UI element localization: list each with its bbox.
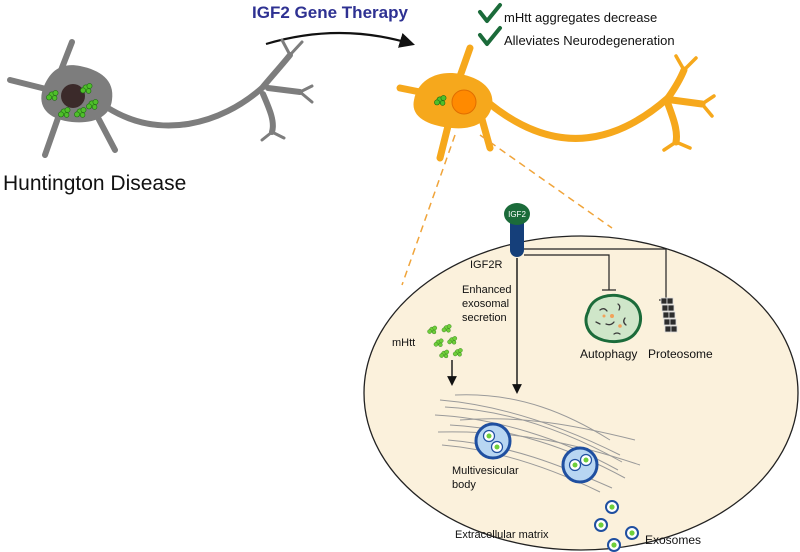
therapy-arrow xyxy=(265,31,415,48)
ecm-label: Extracellular matrix xyxy=(455,529,549,541)
cytoskeleton-fibers xyxy=(434,394,641,493)
healthy-neuron xyxy=(396,44,716,162)
disease-label: Huntington Disease xyxy=(3,172,186,195)
multivesicular-body xyxy=(561,446,599,484)
title: IGF2 Gene Therapy xyxy=(252,3,408,22)
receptor-label: IGF2R xyxy=(470,259,502,271)
check-icon xyxy=(478,3,502,23)
secretion-label: Enhanced exosomal secretion xyxy=(462,284,515,324)
zoom-lines xyxy=(401,134,613,286)
igf2-receptor xyxy=(504,203,530,257)
proteasome xyxy=(660,297,678,333)
diseased-neuron xyxy=(7,38,314,158)
cell xyxy=(363,235,799,551)
autophagy-label: Autophagy xyxy=(580,347,637,361)
autophagosome xyxy=(584,293,643,343)
exosomes xyxy=(594,500,639,552)
mhtt-label: mHtt xyxy=(392,337,415,349)
multivesicular-body xyxy=(474,422,512,460)
proteosome-label: Proteosome xyxy=(648,347,713,361)
check-icon xyxy=(478,26,502,46)
benefit-label: Alleviates Neurodegeneration xyxy=(504,33,675,48)
igf2-label: IGF2 xyxy=(508,210,526,219)
mvb-label: Multivesicular body xyxy=(452,465,522,491)
benefit-label: mHtt aggregates decrease xyxy=(504,10,657,25)
exosomes-label: Exosomes xyxy=(645,533,701,547)
